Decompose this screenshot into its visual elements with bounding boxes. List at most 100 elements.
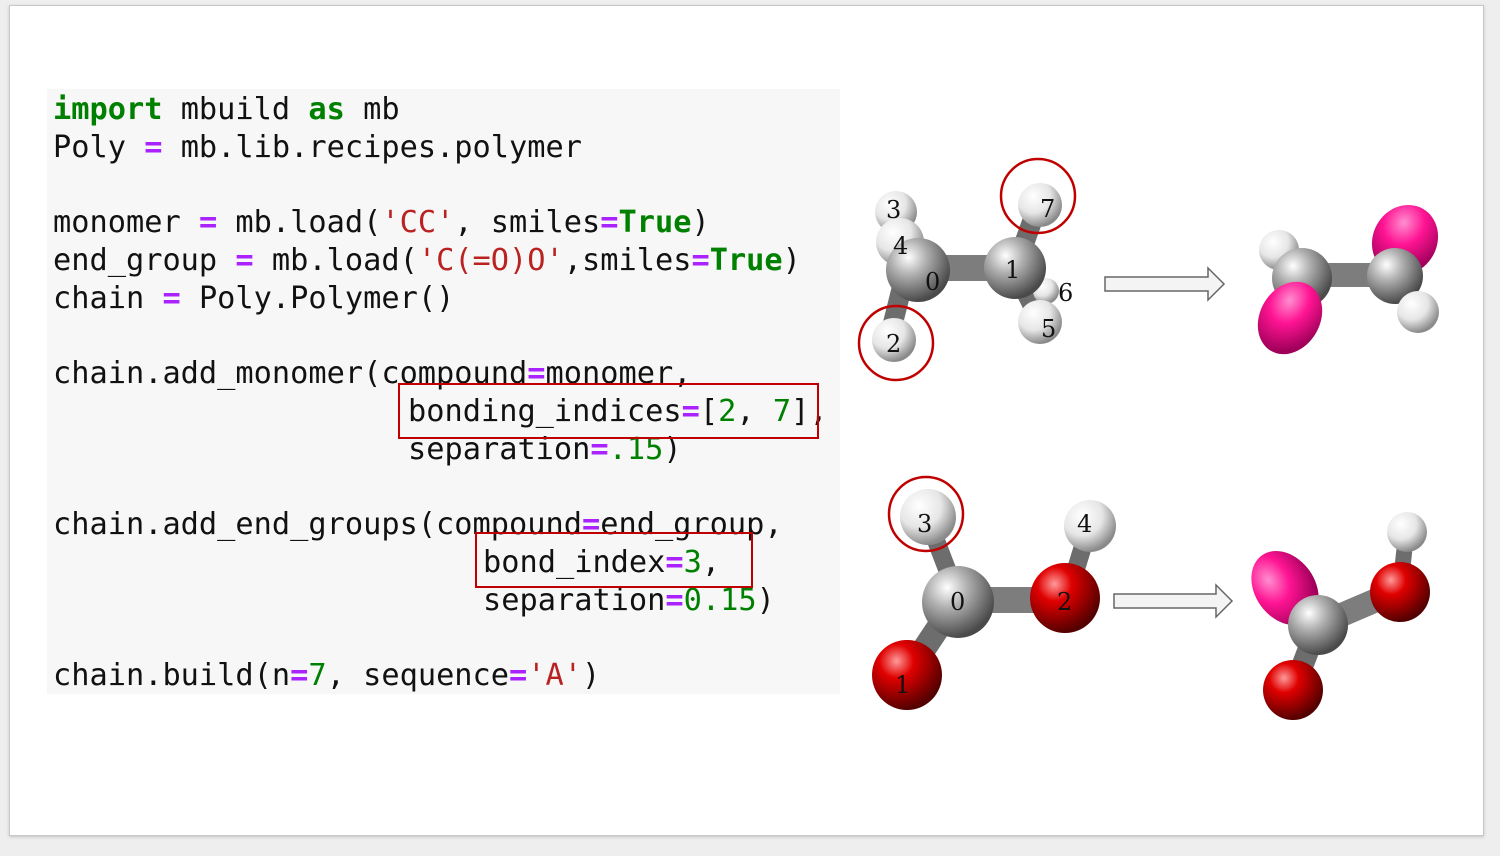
code-text: separation xyxy=(483,583,666,618)
carbon-atom xyxy=(984,237,1046,299)
code-text: , xyxy=(736,394,773,429)
code-text: ) xyxy=(782,243,801,278)
bonding-indices-highlight xyxy=(398,383,819,439)
end-group-with-port xyxy=(1251,512,1430,720)
code-text: Poly.Polymer() xyxy=(180,281,455,316)
atom-label: 3 xyxy=(917,510,932,538)
oxygen-atom xyxy=(1263,660,1323,720)
code-text: , xyxy=(701,545,721,580)
hydrogen-atom xyxy=(1018,300,1062,344)
atom-label: 2 xyxy=(1057,588,1072,616)
keyword: as xyxy=(308,92,345,127)
operator: = xyxy=(691,243,710,278)
atom-label: 1 xyxy=(1005,256,1020,284)
operator: = xyxy=(235,243,254,278)
code-line-bond-index: bond_index=3, xyxy=(483,545,720,581)
carbon-atom xyxy=(1367,248,1423,304)
bond-index-highlight xyxy=(475,532,753,588)
hydrogen-atom xyxy=(1018,183,1062,227)
code-line-add-end-groups: chain.add_end_groups(compound=end_group, xyxy=(53,507,783,543)
atom-label: 0 xyxy=(925,268,940,296)
number-literal: 7 xyxy=(772,394,792,429)
number-literal: 0.15 xyxy=(683,583,757,618)
code-text: mb.load( xyxy=(217,205,382,240)
code-text: bonding_indices xyxy=(408,394,682,429)
operator: = xyxy=(198,205,218,240)
operator: = xyxy=(290,658,309,693)
code-panel xyxy=(47,89,840,694)
atom-label: 3 xyxy=(886,196,901,224)
atom-label: 4 xyxy=(893,232,908,260)
code-text: chain xyxy=(53,281,163,316)
code-text: mb xyxy=(344,92,400,127)
atom-label: 0 xyxy=(950,588,965,616)
right-arrow-icon xyxy=(1104,266,1226,302)
carbon-atom xyxy=(886,238,950,302)
code-line-chain: chain = Poly.Polymer() xyxy=(53,281,454,317)
operator: = xyxy=(509,658,528,693)
atom-label: 5 xyxy=(1041,315,1056,343)
code-line-monomer: monomer = mb.load('CC', smiles=True) xyxy=(53,205,710,241)
atom-label: 7 xyxy=(1040,195,1055,223)
bonding-site-circle xyxy=(857,304,935,382)
code-line-add-monomer: chain.add_monomer(compound=monomer, xyxy=(53,356,691,392)
string-literal: 'C(=O)O' xyxy=(417,243,564,278)
string-literal: 'A' xyxy=(527,658,583,693)
operator: = xyxy=(600,205,619,240)
oxygen-atom xyxy=(1030,563,1100,633)
code-text: chain.add_end_groups(compound xyxy=(53,507,582,542)
number-literal: 7 xyxy=(308,658,327,693)
code-text: chain.build(n xyxy=(53,658,291,693)
carbon-atom xyxy=(1288,595,1348,655)
code-line-build: chain.build(n=7, sequence='A') xyxy=(53,658,600,694)
code-text: mbuild xyxy=(162,92,309,127)
code-line-bonding-indices: bonding_indices=[2, 7], xyxy=(408,394,828,430)
operator: = xyxy=(665,583,684,618)
code-text: monomer, xyxy=(545,356,692,391)
code-text: ], xyxy=(791,394,828,429)
code-line-end-group: end_group = mb.load('C(=O)O',smiles=True… xyxy=(53,243,801,279)
code-text: bond_index xyxy=(483,545,666,580)
atom-label: 4 xyxy=(1077,510,1092,538)
code-text: mb.lib.recipes.polymer xyxy=(162,130,582,165)
keyword: True xyxy=(618,205,692,240)
code-line-import: import mbuild as mb xyxy=(53,92,400,128)
operator: = xyxy=(590,432,609,467)
oxygen-atom xyxy=(872,640,942,710)
oxygen-atom xyxy=(1370,562,1430,622)
number-literal: 3 xyxy=(683,545,702,580)
code-text: ) xyxy=(582,658,601,693)
end-group-molecule: 0 1 2 3 4 xyxy=(872,475,1116,710)
code-text: , smiles xyxy=(454,205,601,240)
carbon-atom xyxy=(922,566,994,638)
keyword: import xyxy=(53,92,163,127)
atom-label: 2 xyxy=(886,330,901,358)
port-marker xyxy=(1257,281,1323,355)
operator: = xyxy=(162,281,181,316)
code-line-separation-end-group: separation=0.15) xyxy=(483,583,775,619)
code-text: Poly xyxy=(53,130,145,165)
code-text: , sequence xyxy=(326,658,510,693)
hydrogen-atom xyxy=(1397,291,1439,333)
molecule-figure: 0 1 2 3 4 5 6 7 0 1 2 xyxy=(857,157,1439,720)
string-literal: 'CC' xyxy=(381,205,455,240)
keyword: True xyxy=(709,243,783,278)
hydrogen-atom xyxy=(1387,512,1427,552)
code-text: monomer xyxy=(53,205,199,240)
code-line-poly: Poly = mb.lib.recipes.polymer xyxy=(53,130,582,166)
operator: = xyxy=(527,356,546,391)
number-literal: 2 xyxy=(718,394,737,429)
code-text: end_group xyxy=(53,243,236,278)
bonding-site-circle xyxy=(887,475,965,553)
hydrogen-atom xyxy=(900,489,956,545)
code-text: ) xyxy=(663,432,682,467)
code-text: ) xyxy=(756,583,775,618)
operator: = xyxy=(665,545,684,580)
monomer-molecule: 0 1 2 3 4 5 6 7 xyxy=(857,157,1077,382)
right-arrow-icon xyxy=(1113,583,1234,619)
bonding-site-circle xyxy=(999,157,1077,235)
atom-label: 1 xyxy=(895,671,910,699)
code-text: [ xyxy=(699,394,719,429)
monomer-with-ports xyxy=(1257,204,1439,355)
atom-label: 6 xyxy=(1058,279,1073,307)
